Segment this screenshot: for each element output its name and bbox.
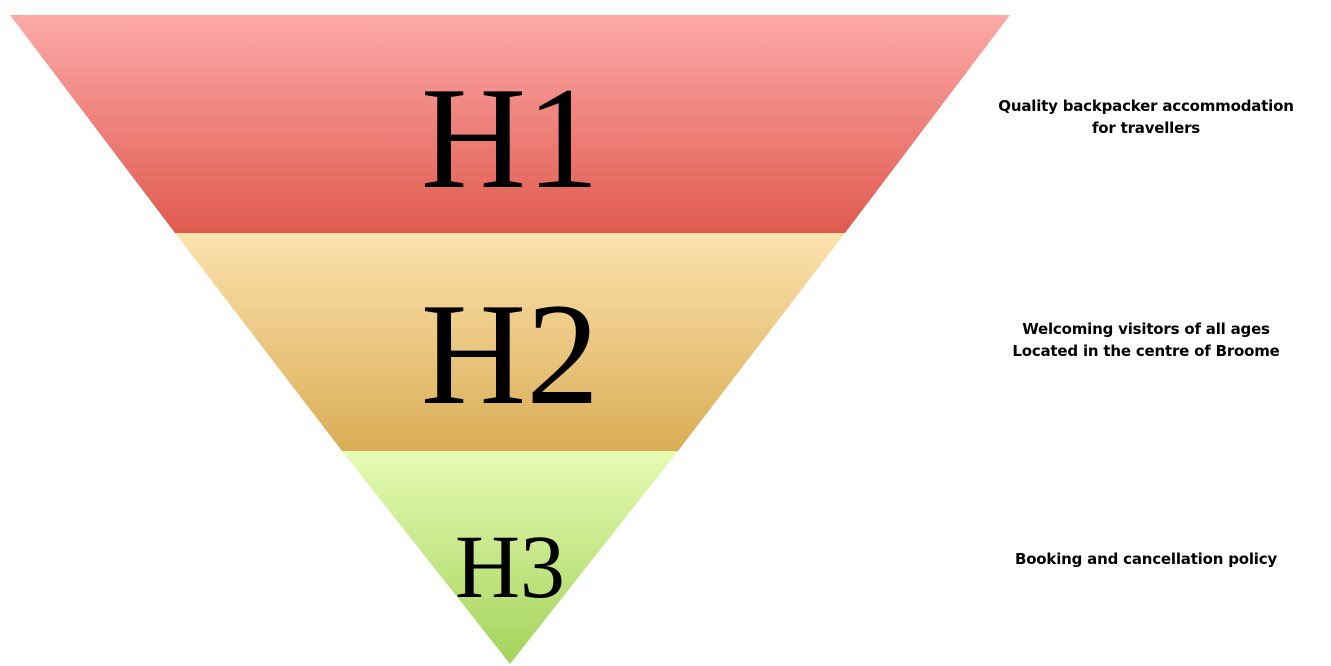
funnel-level-h2-label: H2 (421, 273, 599, 435)
funnel-level-h2-caption: Welcoming visitors of all ages Located i… (981, 318, 1311, 362)
funnel-level-h3-caption: Booking and cancellation policy (981, 548, 1311, 570)
funnel-level-h1-label: H1 (421, 57, 599, 219)
funnel-level-h1-band (10, 15, 1010, 233)
funnel-level-h3-band (342, 451, 678, 664)
caption-line: Quality backpacker accommodation (998, 97, 1294, 115)
caption-line: Booking and cancellation policy (1014, 550, 1278, 568)
funnel-level-h2-band (175, 233, 845, 451)
caption-line: Located in the centre of Broome (1012, 342, 1280, 360)
caption-line: for travellers (1091, 119, 1201, 137)
funnel-level-h3-label: H3 (455, 518, 565, 617)
caption-line: Welcoming visitors of all ages (1022, 320, 1270, 338)
funnel-level-h1-caption: Quality backpacker accommodation for tra… (981, 95, 1311, 139)
